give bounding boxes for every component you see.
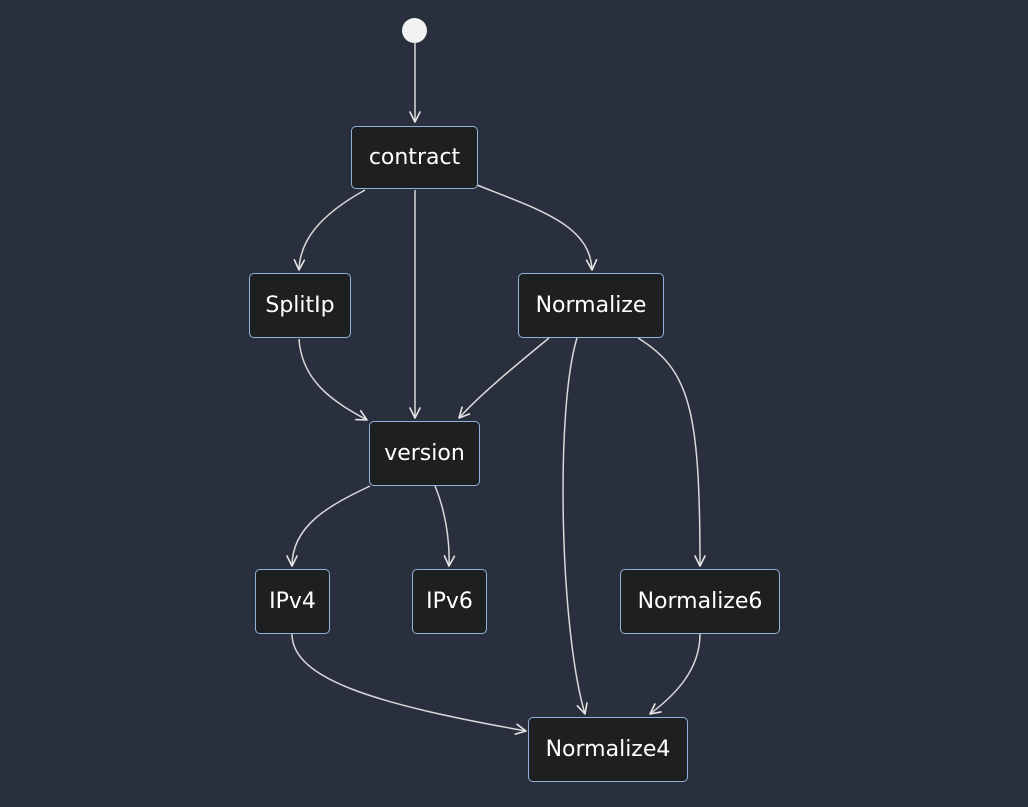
edge-normalize-to-version — [458, 337, 550, 419]
start-state — [402, 18, 427, 43]
state-ipv6[interactable]: IPv6 — [412, 569, 487, 634]
state-splitip[interactable]: SplitIp — [249, 273, 351, 338]
edge-splitip-to-version — [298, 338, 368, 421]
state-normalize4[interactable]: Normalize4 — [528, 717, 688, 782]
state-version[interactable]: version — [369, 421, 480, 486]
edge-version-to-ipv4 — [286, 485, 371, 567]
edge-normalize6-to-normalize4 — [649, 633, 701, 715]
state-normalize6[interactable]: Normalize6 — [620, 569, 780, 634]
edge-normalize-to-normalize4 — [562, 337, 588, 715]
edge-ipv4-to-normalize4 — [291, 633, 527, 735]
state-normalize[interactable]: Normalize — [518, 273, 664, 338]
edge-version-to-ipv6 — [434, 485, 456, 567]
edge-contract-to-normalize — [476, 184, 598, 271]
edge-normalize-to-normalize6 — [637, 337, 706, 567]
edge-contract-to-splitip — [293, 189, 366, 271]
state-contract[interactable]: contract — [351, 126, 478, 189]
state-ipv4[interactable]: IPv4 — [255, 569, 330, 634]
